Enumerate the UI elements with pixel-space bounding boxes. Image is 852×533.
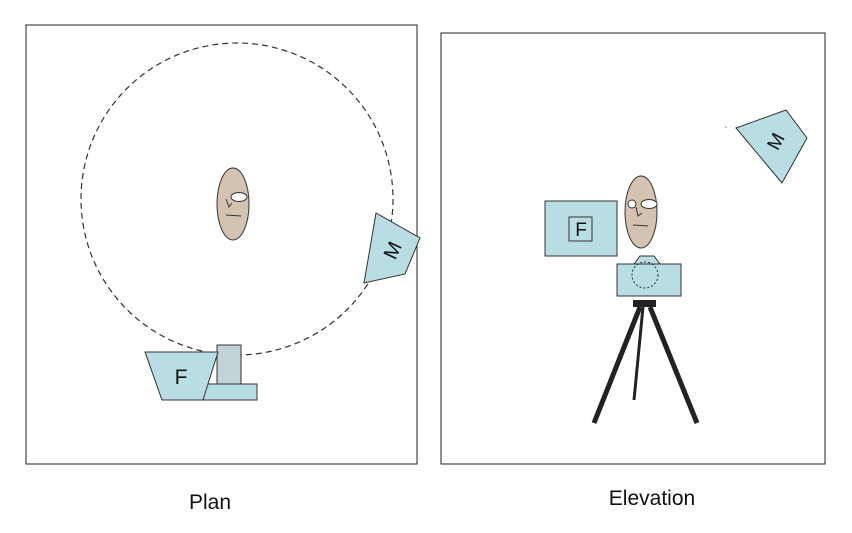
- camera-lens: [631, 261, 659, 289]
- plan-fill-light-label: F: [175, 366, 188, 389]
- plan-fill-light: [144, 351, 219, 401]
- elevation-frame: [440, 32, 826, 465]
- plan-main-light: [363, 212, 421, 284]
- elevation-fill-light-label: F: [575, 220, 587, 241]
- stray-dot: [725, 126, 727, 128]
- plan-caption: Plan: [188, 491, 232, 514]
- elevation-subject-head: [624, 175, 658, 249]
- elevation-main-light: [735, 109, 808, 184]
- plan-view: [25, 24, 421, 465]
- elevation-camera: [616, 255, 682, 297]
- elevation-view: [440, 32, 826, 465]
- elevation-tripod: [591, 300, 700, 424]
- elevation-fill-light: [544, 200, 618, 257]
- elevation-caption: Elevation: [608, 487, 696, 510]
- plan-subject-head: [216, 167, 250, 241]
